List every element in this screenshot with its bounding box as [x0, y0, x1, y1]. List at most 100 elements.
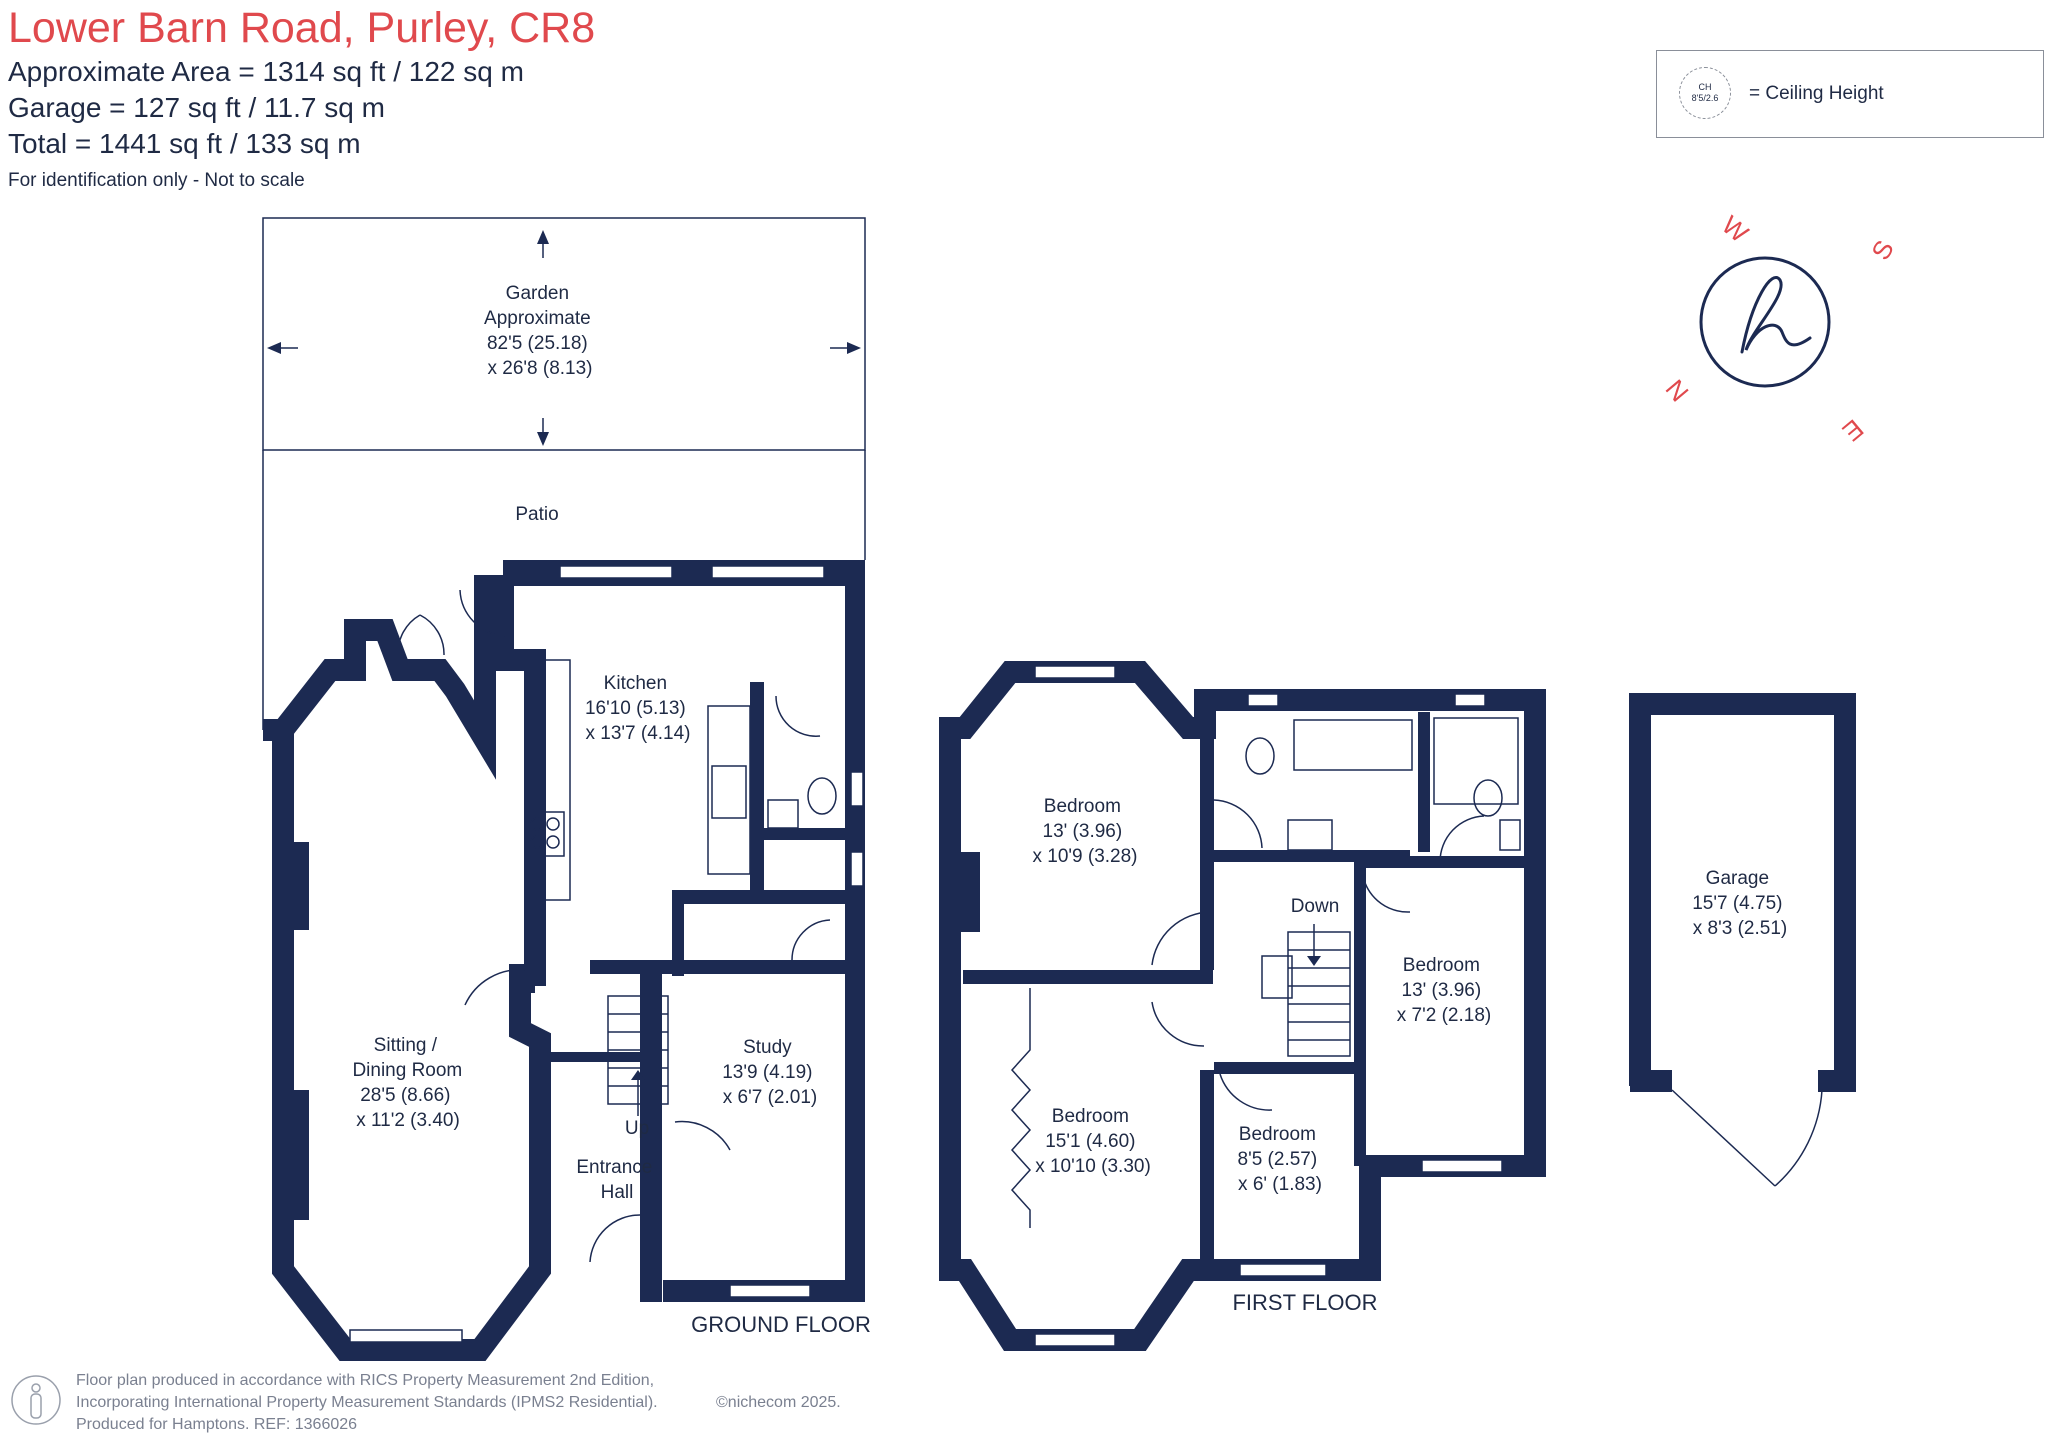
study-left-partition — [672, 890, 684, 976]
bedroom3-label: Bedroom 8'5 (2.57) x 6' (1.83) — [1238, 1124, 1323, 1195]
person-icon — [11, 1375, 61, 1425]
footer: Floor plan produced in accordance with R… — [10, 1368, 910, 1438]
bedroom4-door-arc — [1361, 869, 1411, 913]
logo-letter-e: E — [1837, 413, 1870, 447]
footer-line-1: Floor plan produced in accordance with R… — [76, 1372, 655, 1389]
bedrooms-divider — [963, 970, 1213, 984]
bedroom1-window — [1034, 665, 1116, 679]
wc-left-wall — [750, 682, 764, 892]
bedroom1-right-wall — [1200, 720, 1214, 970]
bedroom4-label: Bedroom 13' (3.96) x 7'2 (2.18) — [1397, 955, 1491, 1026]
study-label: Study 13'9 (4.19) x 6'7 (2.01) — [722, 1037, 818, 1108]
garage-door — [1671, 1089, 1776, 1187]
garage-label: Garage 15'7 (4.75) x 8'3 (2.51) — [1692, 868, 1788, 939]
copyright: ©nichecom 2025. — [716, 1394, 841, 1411]
first-stairs — [1261, 924, 1351, 1057]
total-area: Total = 1441 sq ft / 133 sq m — [8, 128, 361, 159]
footer-notes: Floor plan produced in accordance with R… — [76, 1370, 658, 1436]
ceiling-height-legend: CH 8'5/2.6 = Ceiling Height — [1656, 50, 2044, 138]
wc-bottom-wall — [750, 828, 850, 840]
garden-outline — [262, 217, 866, 451]
bedroom-chimney — [950, 852, 980, 932]
up-label: Up — [625, 1118, 649, 1139]
ground-stairs — [607, 995, 669, 1116]
bedroom4-window — [1421, 1159, 1503, 1173]
shower-tray — [1433, 717, 1519, 805]
shower-room-toilet — [1473, 779, 1503, 817]
wc-toilet — [807, 777, 837, 815]
hall-study-wall — [640, 960, 662, 1302]
study-window — [729, 1284, 811, 1298]
bedroom3-window — [1239, 1263, 1327, 1277]
ground-floor-plan: Garden Approximate 82'5 (25.18) x 26'8 (… — [262, 217, 871, 1361]
bathroom-door-arc — [1213, 799, 1263, 849]
chimney-breast-lower — [283, 1090, 309, 1220]
ground-right-wall — [845, 560, 865, 1300]
header: Lower Barn Road, Purley, CR8 Approximate… — [8, 2, 595, 196]
hall-top-wall — [590, 960, 850, 974]
shower-door-arc — [1439, 815, 1485, 863]
bathroom-window — [1247, 693, 1279, 707]
study-top-wall — [672, 890, 862, 904]
sitting-room-walls — [263, 575, 551, 1361]
shower-window — [1454, 693, 1486, 707]
sitting-door-arc — [464, 969, 526, 1006]
badge-bottom-text: 8'5/2.6 — [1691, 93, 1719, 103]
page-title: Lower Barn Road, Purley, CR8 — [8, 4, 596, 52]
bedroom2-label: Bedroom 15'1 (4.60) x 10'10 (3.30) — [1035, 1106, 1151, 1177]
kitchen-window-2 — [711, 565, 825, 579]
garage-door-arc — [1774, 1089, 1823, 1187]
side-window — [850, 851, 864, 887]
logo-letter-s: S — [1865, 235, 1900, 265]
entrance-hall-label: Entrance Hall — [576, 1157, 657, 1203]
wc-window — [850, 771, 864, 807]
first-toilet — [1245, 737, 1275, 775]
bedroom2-door-arc — [1151, 1001, 1205, 1047]
bedroom3-left-wall — [1200, 1070, 1214, 1270]
logo-letter-n: N — [1660, 374, 1695, 408]
logo-circle — [1699, 256, 1831, 388]
bedroom1-label: Bedroom 13' (3.96) x 10'9 (3.28) — [1032, 796, 1137, 867]
garage-plan: Garage 15'7 (4.75) x 8'3 (2.51) — [1629, 693, 1856, 1187]
first-floor-plan: Bedroom 13' (3.96) x 10'9 (3.28) Bedroom… — [939, 661, 1546, 1351]
bedroom2-window — [1034, 1333, 1116, 1347]
hamptons-logo: S W N E — [1660, 210, 1900, 448]
badge-top-text: CH — [1698, 82, 1712, 92]
patio-label: Patio — [515, 504, 558, 525]
patio-outline — [262, 450, 866, 730]
kitchen-island-units — [707, 705, 751, 875]
garage-area: Garage = 127 sq ft / 11.7 sq m — [8, 92, 385, 123]
study-entry-arc — [791, 919, 831, 961]
ceiling-height-badge: CH 8'5/2.6 — [1679, 67, 1731, 119]
shower-basin — [1499, 819, 1521, 851]
ground-floor-label: GROUND FLOOR — [691, 1312, 871, 1337]
bedroom3-top-wall — [1214, 1062, 1354, 1074]
bedroom3-door-arc — [1219, 1073, 1273, 1111]
footer-line-2: Incorporating International Property Mea… — [76, 1394, 658, 1411]
kitchen-label: Kitchen 16'10 (5.13) x 13'7 (4.14) — [585, 673, 691, 744]
approximate-area: Approximate Area = 1314 sq ft / 122 sq m — [8, 56, 524, 87]
garden-label: Garden Approximate 82'5 (25.18) x 26'8 (… — [484, 283, 596, 379]
front-door-arc — [589, 1214, 641, 1263]
legend-label: = Ceiling Height — [1749, 83, 1884, 104]
bedroom1-door-arc — [1151, 911, 1211, 966]
hob — [525, 811, 565, 857]
sink — [711, 765, 747, 819]
wc-basin — [767, 799, 799, 829]
identification-note: For identification only - Not to scale — [8, 170, 305, 191]
wc-door-arc — [775, 695, 821, 737]
patio-door-arc — [459, 589, 506, 637]
wardrobe — [1010, 988, 1032, 1228]
footer-line-3: Produced for Hamptons. REF: 1366026 — [76, 1416, 358, 1433]
first-floor-label: FIRST FLOOR — [1232, 1290, 1377, 1315]
down-label: Down — [1291, 896, 1340, 917]
garage-walls — [1629, 693, 1856, 1086]
logo-h-mark — [1740, 276, 1812, 354]
kitchen-window-1 — [559, 565, 673, 579]
french-doors-arc — [397, 614, 445, 656]
sitting-room-label: Sitting / Dining Room 28'5 (8.66) x 11'2… — [352, 1035, 467, 1131]
bedroom4-left-wall — [1354, 856, 1366, 1166]
bathroom-basin — [1287, 819, 1333, 851]
bathtub — [1293, 719, 1413, 771]
